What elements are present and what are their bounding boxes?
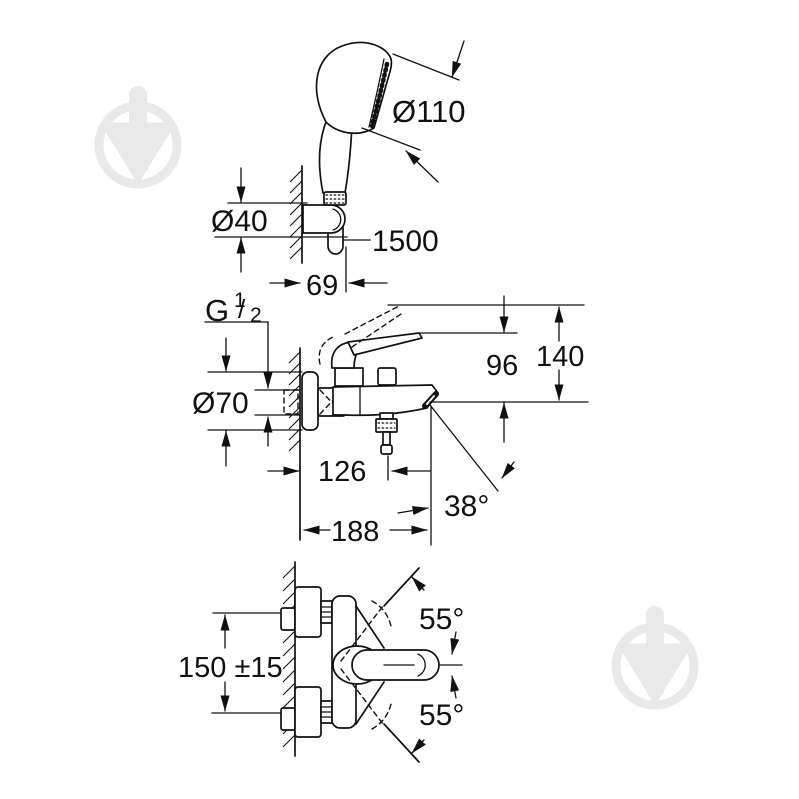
angle-leg-line (429, 404, 499, 492)
diverter-rod-tip (380, 444, 393, 455)
angle-leg-upper (383, 567, 420, 607)
mixer-front-view (254, 305, 439, 541)
watermark-logo-bottom-right (611, 606, 699, 710)
wall-bolt-lower (280, 707, 296, 731)
diverter-neck (379, 412, 394, 420)
hand-shower-dimensions: Ø110 Ø40 1500 69 (211, 40, 466, 302)
dim-thread-slash: / (238, 294, 246, 324)
shower-head-nozzles (369, 61, 390, 129)
wall-bolt-upper (280, 607, 296, 631)
dim-thread-numerator: 1 (234, 289, 246, 312)
wall-hatching (288, 351, 301, 452)
spout-aerator-slot (426, 395, 435, 405)
mixer-top-view (280, 561, 463, 757)
cartridge-collar (334, 367, 364, 387)
shower-holder (302, 204, 346, 234)
handle-nut-knurl (325, 194, 345, 204)
diverter-knob (375, 418, 398, 433)
union-nut-ridges (320, 706, 333, 718)
watermark-logo-top-left (94, 86, 182, 189)
angle-arrow (411, 576, 426, 592)
angle-arrow (411, 738, 426, 754)
escutcheon (301, 371, 319, 431)
dim-escutcheon-diameter: Ø70 (192, 387, 249, 420)
mixer-front-dimensions: G 1 / 2 Ø70 96 140 126 188 (192, 289, 589, 548)
lever-handle (347, 332, 423, 356)
wall-hatching (289, 169, 303, 260)
dim-holder-diameter: Ø40 (211, 205, 268, 238)
lever-raised-ghost (351, 311, 405, 348)
lever-raised-ghost (318, 336, 334, 365)
lever-end-arc (417, 653, 426, 677)
s-union-upper (294, 586, 322, 638)
dim-arrow (451, 40, 465, 78)
union-nut-ridges (320, 606, 333, 618)
shower-outlet-knob (377, 367, 397, 386)
body-edge-lower (355, 681, 385, 725)
dim-thread-prefix: G (205, 293, 229, 328)
dim-connection-distance: 150 ±15 (178, 652, 283, 684)
swivel-ghost-arc-lower (371, 703, 392, 730)
ext-line (361, 127, 421, 151)
dim-swivel-angle-lower: 55° (419, 699, 464, 732)
body-edge-upper (355, 605, 385, 649)
angle-leg-lower (383, 723, 420, 763)
dim-height-lever-up: 140 (536, 341, 584, 373)
mixer-top-dimensions: 150 ±15 55° 55° (178, 567, 464, 763)
dim-thread-denominator: 2 (250, 304, 262, 327)
swivel-ghost-line-upper (340, 605, 384, 662)
dim-spout-angle: 38° (444, 490, 489, 523)
swivel-ghost-line-lower (340, 668, 384, 725)
swivel-ghost-arc-upper (371, 600, 392, 627)
s-union-lower (294, 686, 322, 738)
dim-swivel-angle-upper: 55° (419, 603, 464, 636)
diverter-rod (382, 431, 391, 446)
dim-spout-reach: 188 (331, 516, 379, 548)
dim-height-lever-down: 96 (486, 350, 518, 382)
angle-arrow (397, 506, 429, 515)
holder-hook-detail (332, 208, 342, 231)
hand-shower-view (289, 41, 393, 264)
dim-wall-distance: 69 (306, 270, 338, 302)
shower-head-face-line (368, 58, 385, 128)
dim-hose-length: 1500 (372, 225, 439, 258)
lever-raised-ghost (344, 305, 400, 335)
mixer-body-spout (332, 384, 439, 417)
ext-line (392, 53, 460, 81)
angle-arrow (450, 631, 460, 655)
diverter-knurl (377, 422, 396, 429)
dim-head-diameter: Ø110 (392, 94, 466, 129)
in-wall-pipe (283, 389, 299, 415)
angle-arrow (450, 675, 460, 699)
angle-arrow (501, 461, 515, 479)
dim-arrow (405, 150, 439, 183)
dim-diverter-distance: 126 (318, 456, 366, 488)
